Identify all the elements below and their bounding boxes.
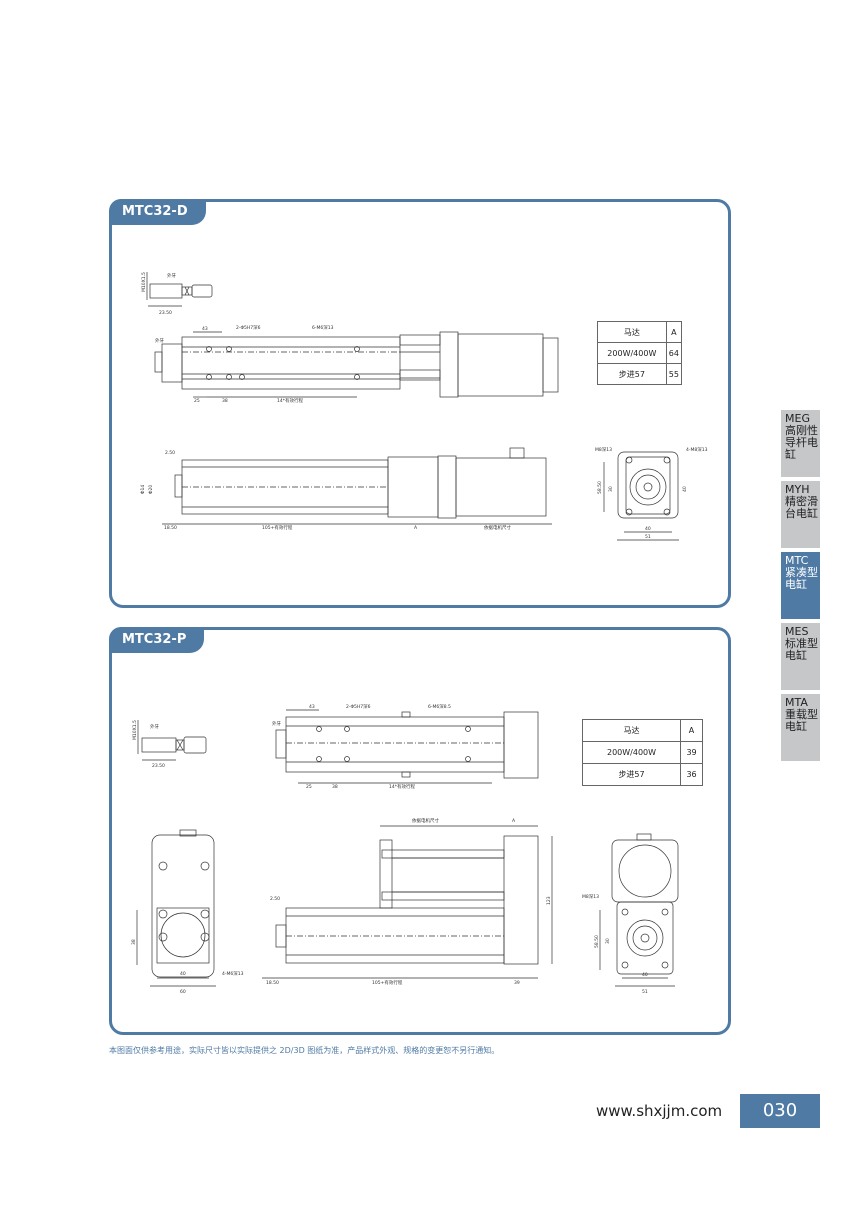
dim-1850: 18.50 — [266, 980, 279, 986]
dim-40: 40 — [645, 526, 651, 532]
side-view: 2.50 18.50 105+有效行程 A 依据电机尺寸 Φ14 Φ20 — [140, 447, 552, 531]
col-a: A — [665, 321, 683, 343]
side-tab-name: 精密滑台电缸 — [785, 495, 818, 520]
shaft-detail: 外牙 M10X1.5 23.50 — [132, 720, 207, 769]
stroke-pitch: 14*有效行程 — [277, 397, 303, 404]
side-tab-name: 重载型电缸 — [785, 708, 818, 733]
side-tab-myh[interactable]: MYH 精密滑台电缸 — [781, 481, 820, 548]
side-tab-code: MTC — [785, 554, 809, 567]
side-view: 依据电机尺寸 A 2.50 18.50 105+有效行程 39 123 — [262, 817, 553, 986]
dim-38v: 38 — [131, 939, 137, 945]
website-link[interactable]: www.shxjjm.com — [596, 1102, 723, 1120]
a-cell: 36 — [680, 763, 703, 786]
shaft-label: 外牙 — [167, 272, 176, 279]
motor-spec-table: 马达 A 200W/400W 64 步进57 55 — [597, 321, 683, 385]
flange-label-right: 4-M8深13 — [686, 446, 708, 453]
end-label: 外牙 — [155, 337, 164, 344]
top-view: 外牙 43 2-Φ5H7深6 6-M6深8.5 25 38 14*有效行程 — [272, 703, 539, 790]
dim-250: 2.50 — [270, 896, 280, 902]
holes-b: 6-M6深13 — [312, 324, 334, 331]
side-tab-code: MEG — [785, 412, 810, 425]
motor-size: 依据电机尺寸 — [412, 817, 439, 824]
shaft-dim-h: 23.50 — [152, 763, 165, 769]
panel-title: MTC32-D — [109, 199, 206, 225]
motor-spec-table: 马达 A 200W/400W 39 步进57 36 — [581, 719, 703, 786]
col-motor: 马达 — [581, 719, 682, 742]
dim-43: 43 — [202, 326, 208, 332]
dim-1850: 18.50 — [164, 525, 177, 531]
dim-5850: 58.50 — [594, 935, 600, 948]
side-tab-meg[interactable]: MEG 高刚性导杆电缸 — [781, 410, 820, 477]
side-tab-name: 高刚性导杆电缸 — [785, 424, 818, 461]
motor-cell: 步进57 — [581, 763, 682, 786]
technical-drawing: 外牙 M10X1.5 23.50 外牙 43 2-Φ5H7深6 6-M6深 — [140, 272, 708, 541]
drawing-panel-mtc32-p: MTC32-P 外牙 M10X1.5 23.50 外牙 4 — [109, 627, 731, 1035]
motor-cell: 200W/400W — [581, 741, 682, 764]
shaft-detail: 外牙 M10X1.5 23.50 — [141, 272, 213, 316]
drawing-panel-mtc32-d: MTC32-D 外牙 M10X1.5 23.50 — [109, 199, 731, 608]
a-cell: 64 — [665, 342, 683, 364]
dim-25: 25 — [194, 398, 200, 404]
a-cell: 55 — [665, 363, 683, 385]
panel-title: MTC32-P — [109, 627, 205, 653]
dim-38: 38 — [222, 398, 228, 404]
a-cell: 39 — [680, 741, 703, 764]
motor-cell: 200W/400W — [597, 342, 667, 364]
dim-5850: 58.50 — [597, 481, 603, 494]
motor-end-view: 40 60 38 4-M6深13 — [131, 829, 244, 995]
dim-a: A — [414, 525, 418, 531]
end-label: 外牙 — [272, 720, 281, 727]
dim-250: 2.50 — [165, 450, 175, 456]
dim-51: 51 — [645, 534, 651, 540]
flange-view: M8深13 4-M8深13 40 51 58.50 30 40 — [595, 446, 708, 541]
stroke-length: 105+有效行程 — [262, 524, 293, 531]
side-tab-name: 紧凑型电缸 — [785, 566, 818, 591]
dim-60: 60 — [180, 989, 186, 995]
side-tab-code: MTA — [785, 696, 808, 709]
dim-40: 40 — [180, 971, 186, 977]
dim-30: 30 — [608, 486, 614, 492]
dim-a: A — [512, 818, 516, 824]
dim-51: 51 — [642, 989, 648, 995]
shaft-dim-v: M10X1.5 — [141, 272, 147, 292]
side-tab-name: 标准型电缸 — [785, 637, 818, 662]
dim-39: 39 — [514, 980, 520, 986]
stroke-length: 105+有效行程 — [372, 979, 403, 986]
shaft-dim-h: 23.50 — [159, 310, 172, 316]
holes-a: 2-Φ5H7深6 — [346, 703, 371, 710]
dim-43: 43 — [309, 704, 315, 710]
side-tab-code: MYH — [785, 483, 810, 496]
dim-25: 25 — [306, 784, 312, 790]
disclaimer-note: 本图面仅供参考用途，实际尺寸皆以实际提供之 2D/3D 图纸为准，产品样式外观、… — [109, 1046, 500, 1055]
side-tab-code: MES — [785, 625, 809, 638]
dim-30: 30 — [605, 938, 611, 944]
side-tab-mta[interactable]: MTA 重载型电缸 — [781, 694, 820, 761]
motor-size: 依据电机尺寸 — [484, 524, 511, 531]
holes-b: 6-M6深8.5 — [428, 703, 451, 710]
dim-v40-h: 40 — [642, 972, 648, 978]
dim-123: 123 — [546, 896, 552, 905]
col-a: A — [680, 719, 703, 742]
side-tab-mes[interactable]: MES 标准型电缸 — [781, 623, 820, 690]
shaft-label: 外牙 — [150, 723, 159, 730]
flange-label-left: 4-M6深13 — [222, 970, 244, 977]
motor-cell: 步进57 — [597, 363, 667, 385]
dim-d2: Φ20 — [148, 485, 154, 494]
technical-drawing: 外牙 M10X1.5 23.50 外牙 43 2-Φ5H7深6 6-M6深8.5… — [131, 703, 679, 995]
flange-view: M8深13 40 51 58.50 30 — [582, 833, 679, 995]
flange-label-right: M8深13 — [582, 893, 599, 900]
side-tab-mtc[interactable]: MTC 紧凑型电缸 — [781, 552, 820, 619]
dim-d1: Φ14 — [140, 485, 146, 494]
page-number: 030 — [740, 1094, 820, 1128]
holes-a: 2-Φ5H7深6 — [236, 324, 261, 331]
stroke-pitch: 14*有效行程 — [389, 783, 415, 790]
col-motor: 马达 — [597, 321, 667, 343]
shaft-dim-v: M10X1.5 — [132, 720, 138, 740]
top-view: 外牙 43 2-Φ5H7深6 6-M6深13 25 38 14*有效行程 — [154, 324, 559, 404]
dim-38: 38 — [332, 784, 338, 790]
flange-label-left: M8深13 — [595, 446, 612, 453]
dim-v40: 40 — [682, 486, 688, 492]
